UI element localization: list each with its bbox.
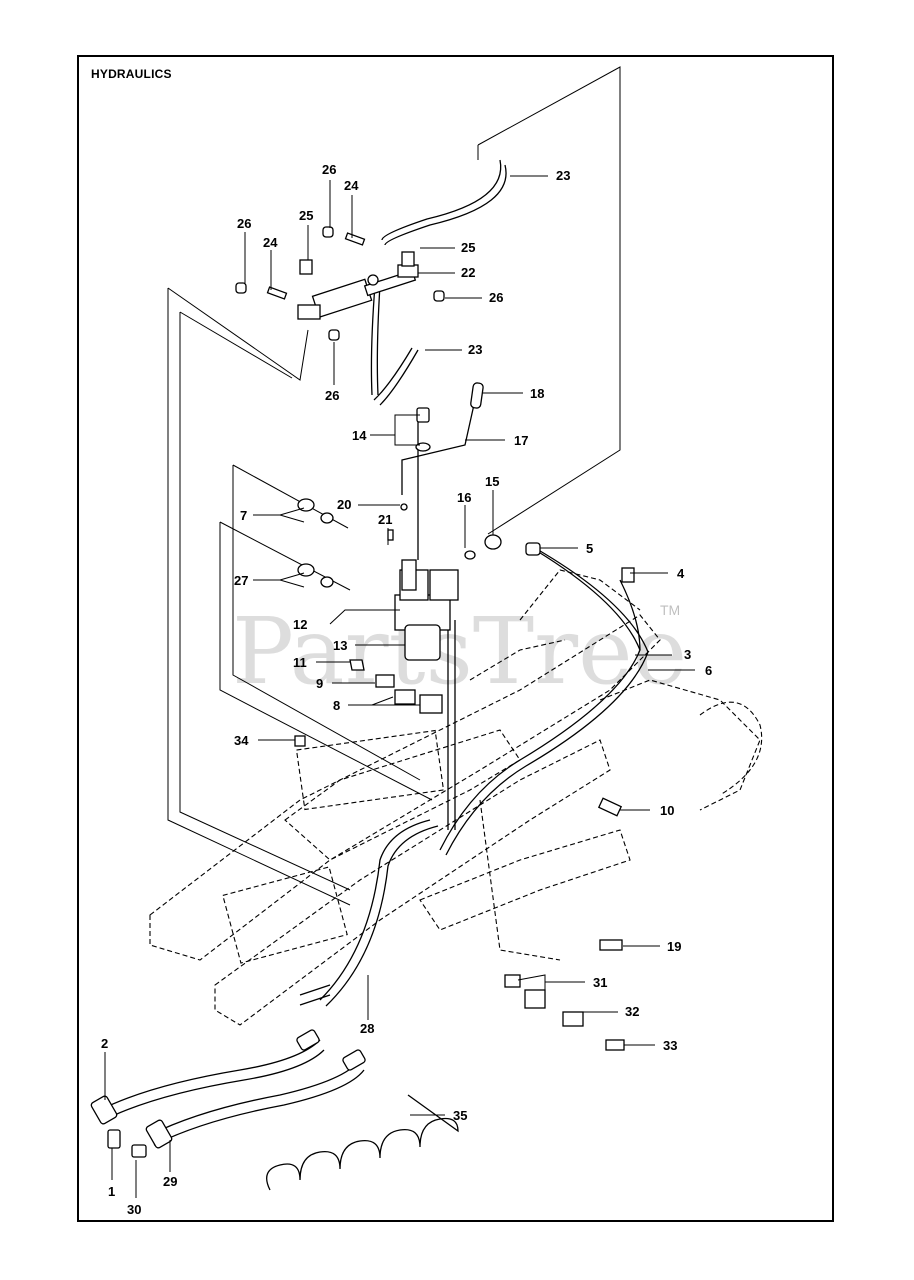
callout-14: 14: [352, 428, 367, 443]
callout-21: 21: [378, 512, 392, 527]
control-lever: [401, 382, 484, 495]
assembly-frames: [167, 66, 621, 906]
callout-23-upper: 23: [556, 168, 570, 183]
leader-lines: [104, 175, 695, 1198]
callout-16: 16: [457, 490, 471, 505]
callout-9: 9: [316, 676, 323, 691]
callout-5: 5: [586, 541, 593, 556]
callout-24-upper: 24: [344, 178, 359, 193]
callout-15: 15: [485, 474, 499, 489]
control-valve: [394, 420, 459, 661]
callout-25-left: 25: [299, 208, 313, 223]
callout-32: 32: [625, 1004, 639, 1019]
callout-13: 13: [333, 638, 347, 653]
callout-26-right: 26: [489, 290, 503, 305]
hydraulic-lines: [319, 159, 649, 1007]
diagram-title: HYDRAULICS: [91, 67, 172, 81]
callout-25-right: 25: [461, 240, 475, 255]
callout-31: 31: [593, 975, 607, 990]
callout-19: 19: [667, 939, 681, 954]
callout-30: 30: [127, 1202, 141, 1217]
tractor-frame: [149, 569, 763, 1026]
callout-17: 17: [514, 433, 528, 448]
watermark-trademark: TM: [660, 602, 680, 618]
watermark-text: PartsTree: [232, 598, 687, 705]
callout-20: 20: [337, 497, 351, 512]
callout-28: 28: [360, 1021, 374, 1036]
callout-29: 29: [163, 1174, 177, 1189]
callout-33: 33: [663, 1038, 677, 1053]
callout-3: 3: [684, 647, 691, 662]
hydraulic-cylinder: [297, 264, 419, 320]
callout-8: 8: [333, 698, 340, 713]
callout-1: 1: [108, 1184, 115, 1199]
callout-11: 11: [293, 655, 307, 670]
callout-34: 34: [234, 733, 249, 748]
spiral-hose-guard: [266, 1094, 459, 1191]
callout-6: 6: [705, 663, 712, 678]
fittings: [235, 226, 635, 1051]
callout-24-lower: 24: [263, 235, 278, 250]
callout-23-lower: 23: [468, 342, 482, 357]
callout-18: 18: [530, 386, 544, 401]
callout-26-top: 26: [322, 162, 336, 177]
callout-26-left: 26: [237, 216, 251, 231]
callout-12: 12: [293, 617, 307, 632]
callout-26-bottom: 26: [325, 388, 339, 403]
callout-10: 10: [660, 803, 674, 818]
callout-2: 2: [101, 1036, 108, 1051]
callout-27: 27: [234, 573, 248, 588]
callout-22: 22: [461, 265, 475, 280]
callout-numbers: 23 26 24 25 26 24 25 22 26 26 23 18 14 1…: [101, 162, 712, 1217]
callout-7: 7: [240, 508, 247, 523]
callout-35: 35: [453, 1108, 467, 1123]
hoses: [90, 984, 366, 1158]
callout-4: 4: [677, 566, 685, 581]
